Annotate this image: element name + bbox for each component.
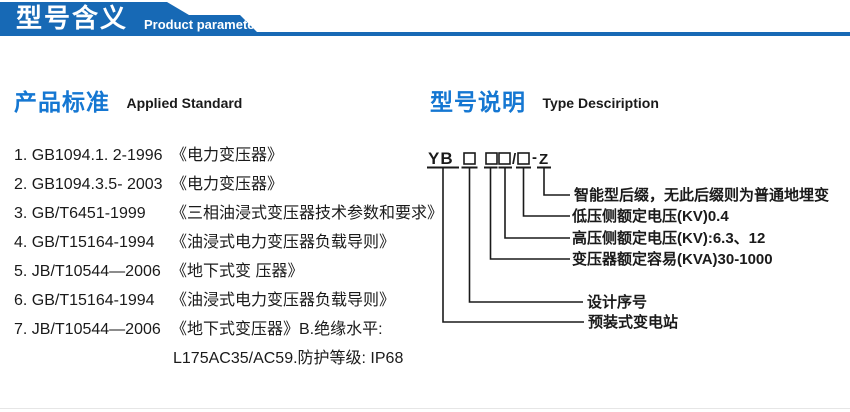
standard-code: 5. JB/T10544—2006	[14, 263, 161, 280]
callout-line-lv	[522, 168, 570, 217]
standard-name: 《电力变压器》	[171, 176, 284, 193]
model-dash: -	[532, 149, 537, 166]
callout-line-suffix	[543, 168, 570, 196]
type-description-title: 型号说明 Type Desciription	[430, 83, 659, 117]
standard-item-continuation: L175AC35/AC59.防护等级: IP68	[173, 350, 404, 367]
banner-ribbon-shape	[0, 2, 850, 36]
standards-list: 1. GB1094.1. 2-1996 《电力变压器》 2. GB1094.3.…	[14, 141, 443, 373]
bottom-divider	[0, 408, 850, 409]
standard-code: 4. GB/T15164-1994	[14, 234, 155, 251]
model-box-hv	[498, 152, 511, 165]
type-description-title-en: Type Desciription	[542, 95, 659, 111]
page-header-banner: 型号含义 Product parameters	[0, 2, 850, 36]
applied-standard-title-cn: 产品标准	[14, 89, 110, 115]
standard-code: 7. JB/T10544—2006	[14, 321, 161, 338]
standard-name: 《油浸式电力变压器负载导则》	[171, 234, 396, 251]
standard-name: 《电力变压器》	[171, 147, 284, 164]
page-title: 型号含义	[16, 3, 128, 33]
diagram-label-design-serial: 设计序号	[587, 293, 647, 311]
standard-name: 《地下式变 压器》	[171, 263, 304, 280]
standard-item: 1. GB1094.1. 2-1996 《电力变压器》	[14, 141, 434, 170]
diagram-label-prefab-substation: 预装式变电站	[588, 313, 678, 331]
callout-line-hv	[504, 168, 570, 239]
model-suffix: Z	[539, 151, 548, 168]
standard-name: 《油浸式电力变压器负载导则》	[171, 292, 396, 309]
model-box-capacity	[485, 152, 498, 165]
standard-name: 《地下式变压器》B.绝缘水平:	[171, 321, 383, 338]
standard-item: 7. JB/T10544—2006 《地下式变压器》B.绝缘水平:	[14, 315, 434, 344]
applied-standard-title: 产品标准 Applied Standard	[14, 83, 242, 117]
standard-code: 3. GB/T6451-1999	[14, 205, 146, 222]
standard-code: 2. GB1094.3.5- 2003	[14, 176, 163, 193]
standard-code: 1. GB1094.1. 2-1996	[14, 147, 163, 164]
standard-code: 6. GB/T15164-1994	[14, 292, 155, 309]
standard-item: 3. GB/T6451-1999 《三相油浸式变压器技术参数和要求》	[14, 199, 443, 228]
standard-item: 5. JB/T10544—2006 《地下式变 压器》	[14, 257, 434, 286]
diagram-label-lv-voltage: 低压侧额定电压(KV)0.4	[571, 207, 729, 225]
applied-standard-title-en: Applied Standard	[126, 95, 243, 111]
callout-line-prefix	[442, 168, 584, 323]
standard-item: 2. GB1094.3.5- 2003 《电力变压器》	[14, 170, 434, 199]
model-box-design-serial	[463, 152, 476, 165]
model-prefix: YB	[428, 149, 454, 168]
type-description-title-cn: 型号说明	[430, 89, 526, 115]
model-code-diagram: YB / - Z 智能型后缀，无此后缀则为普通地埋变 低压侧额定电压(KV)0.…	[427, 149, 829, 331]
page-subtitle: Product parameters	[144, 17, 267, 32]
callout-line-capacity	[489, 168, 570, 260]
standard-item: 4. GB/T15164-1994 《油浸式电力变压器负载导则》	[14, 228, 434, 257]
model-box-lv	[517, 152, 530, 165]
callout-line-design-serial	[468, 168, 583, 303]
model-slash: /	[512, 151, 517, 168]
standard-name: 《三相油浸式变压器技术参数和要求》	[171, 205, 444, 222]
diagram-label-rated-capacity: 变压器额定容易(KVA)30-1000	[572, 250, 773, 268]
standard-item: 6. GB/T15164-1994 《油浸式电力变压器负载导则》	[14, 286, 434, 315]
diagram-label-hv-voltage: 高压侧额定电压(KV):6.3、12	[572, 229, 765, 247]
diagram-label-smart-suffix: 智能型后缀，无此后缀则为普通地埋变	[574, 186, 829, 204]
